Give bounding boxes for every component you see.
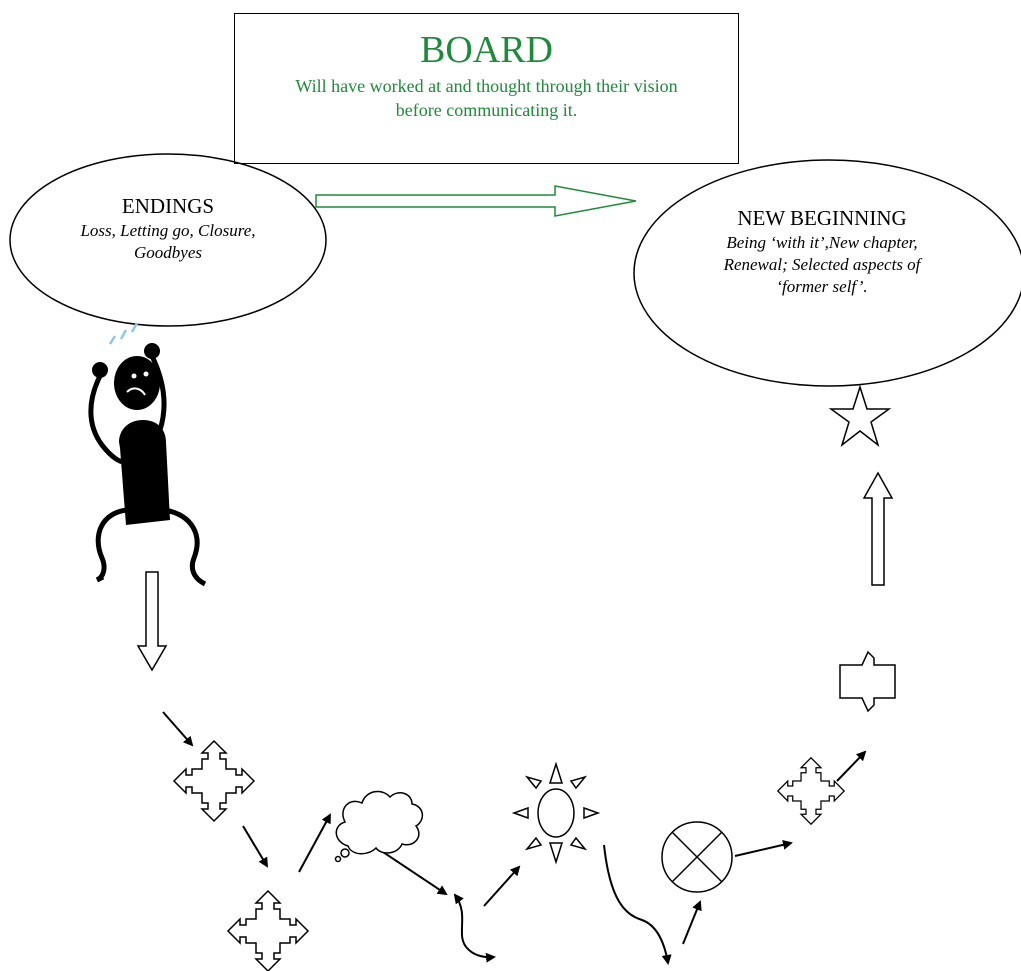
four-way-arrow-icon xyxy=(173,740,255,822)
new-beginning-subtitle: Being ‘with it’,New chapter, Renewal; Se… xyxy=(723,233,921,296)
green-block-arrow-icon xyxy=(315,185,637,217)
new-beginning-title: NEW BEGINNING xyxy=(737,206,907,230)
star-icon xyxy=(828,384,892,448)
four-way-arrow-icon xyxy=(777,757,845,825)
endings-ellipse xyxy=(9,153,327,327)
new-beginning-ellipse xyxy=(633,159,1021,387)
new-beginning-label: NEW BEGINNING Being ‘with it’,New chapte… xyxy=(672,206,972,298)
endings-title: ENDINGS xyxy=(121,194,215,218)
thought-cloud-icon xyxy=(334,790,424,863)
board-title: BOARD xyxy=(419,29,554,71)
board-box: BOARD Will have worked at and thought th… xyxy=(234,13,739,164)
worried-figure-icon xyxy=(88,322,207,587)
down-block-arrow-icon xyxy=(136,571,168,672)
endings-label: ENDINGS Loss, Letting go, Closure, Goodb… xyxy=(30,194,306,264)
four-way-arrow-icon xyxy=(227,890,309,971)
endings-subtitle: Loss, Letting go, Closure, Goodbyes xyxy=(80,221,256,262)
block-arrow-icon xyxy=(839,650,896,713)
sun-icon xyxy=(511,761,601,865)
crossed-circle-icon xyxy=(661,821,733,893)
small-arrows xyxy=(162,711,867,965)
up-block-arrow-icon xyxy=(862,471,894,586)
board-description: Will have worked at and thought through … xyxy=(295,76,678,120)
